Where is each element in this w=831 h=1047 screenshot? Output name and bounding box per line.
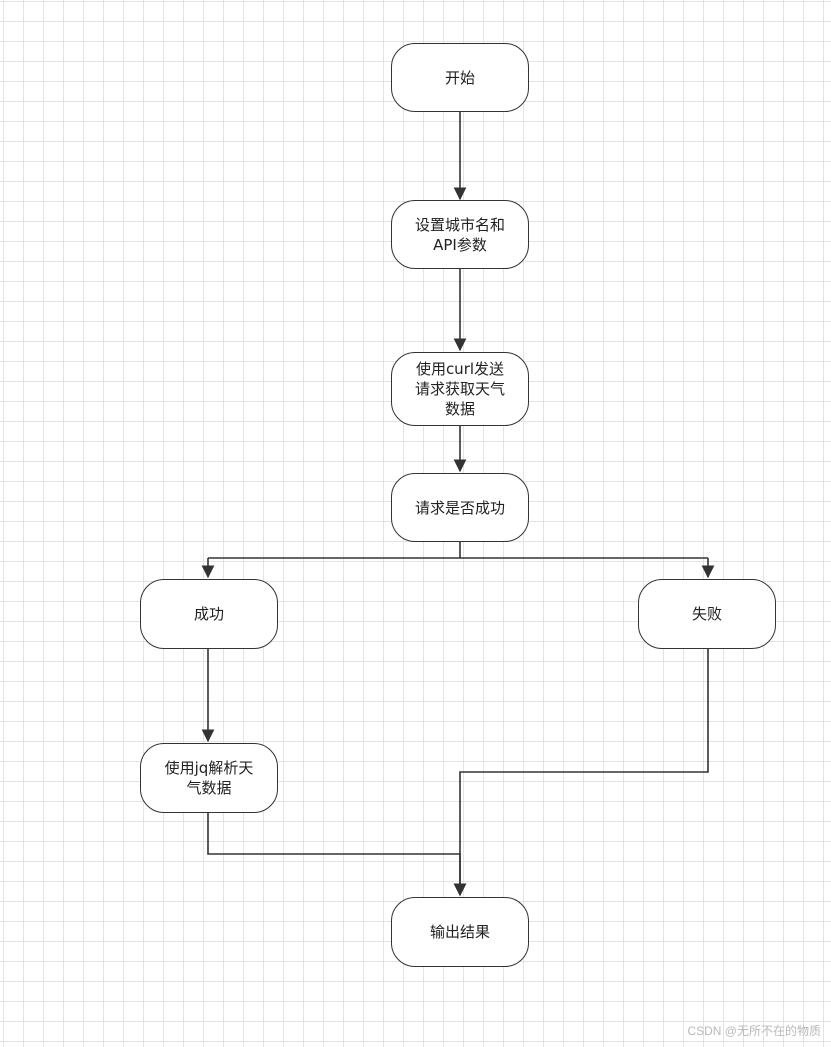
node-curl-request-label: 使用curl发送 请求获取天气 数据 xyxy=(414,360,505,418)
node-curl-request: 使用curl发送 请求获取天气 数据 xyxy=(391,352,529,426)
node-output: 输出结果 xyxy=(391,897,529,967)
watermark: CSDN @无所不在的物质 xyxy=(687,1024,821,1038)
node-failure: 失败 xyxy=(638,579,776,649)
node-output-label: 输出结果 xyxy=(429,923,490,941)
edge-failure-to-output xyxy=(453,648,709,897)
node-failure-label: 失败 xyxy=(691,605,722,623)
node-parse-jq: 使用jq解析天 气数据 xyxy=(140,743,278,813)
node-start-label: 开始 xyxy=(444,68,475,87)
node-start: 开始 xyxy=(391,43,529,112)
node-parse-jq-label: 使用jq解析天 气数据 xyxy=(164,759,254,797)
edge-parse-to-output xyxy=(207,812,467,897)
node-success-label: 成功 xyxy=(193,605,224,623)
node-check-success-label: 请求是否成功 xyxy=(414,498,505,517)
node-set-params: 设置城市名和 API参数 xyxy=(391,200,529,269)
node-check-success: 请求是否成功 xyxy=(391,473,529,542)
node-set-params-label: 设置城市名和 API参数 xyxy=(414,215,505,254)
node-success: 成功 xyxy=(140,579,278,649)
